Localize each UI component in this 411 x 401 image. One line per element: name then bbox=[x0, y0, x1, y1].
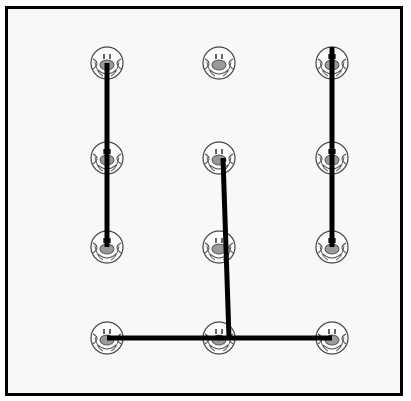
smiley-face-icon[interactable] bbox=[202, 230, 236, 264]
path-layer bbox=[104, 47, 335, 341]
path-segment bbox=[220, 157, 232, 339]
smiley-face-icon[interactable] bbox=[202, 46, 236, 80]
smiley-face-icon[interactable] bbox=[202, 141, 236, 175]
node-layer bbox=[90, 46, 349, 355]
